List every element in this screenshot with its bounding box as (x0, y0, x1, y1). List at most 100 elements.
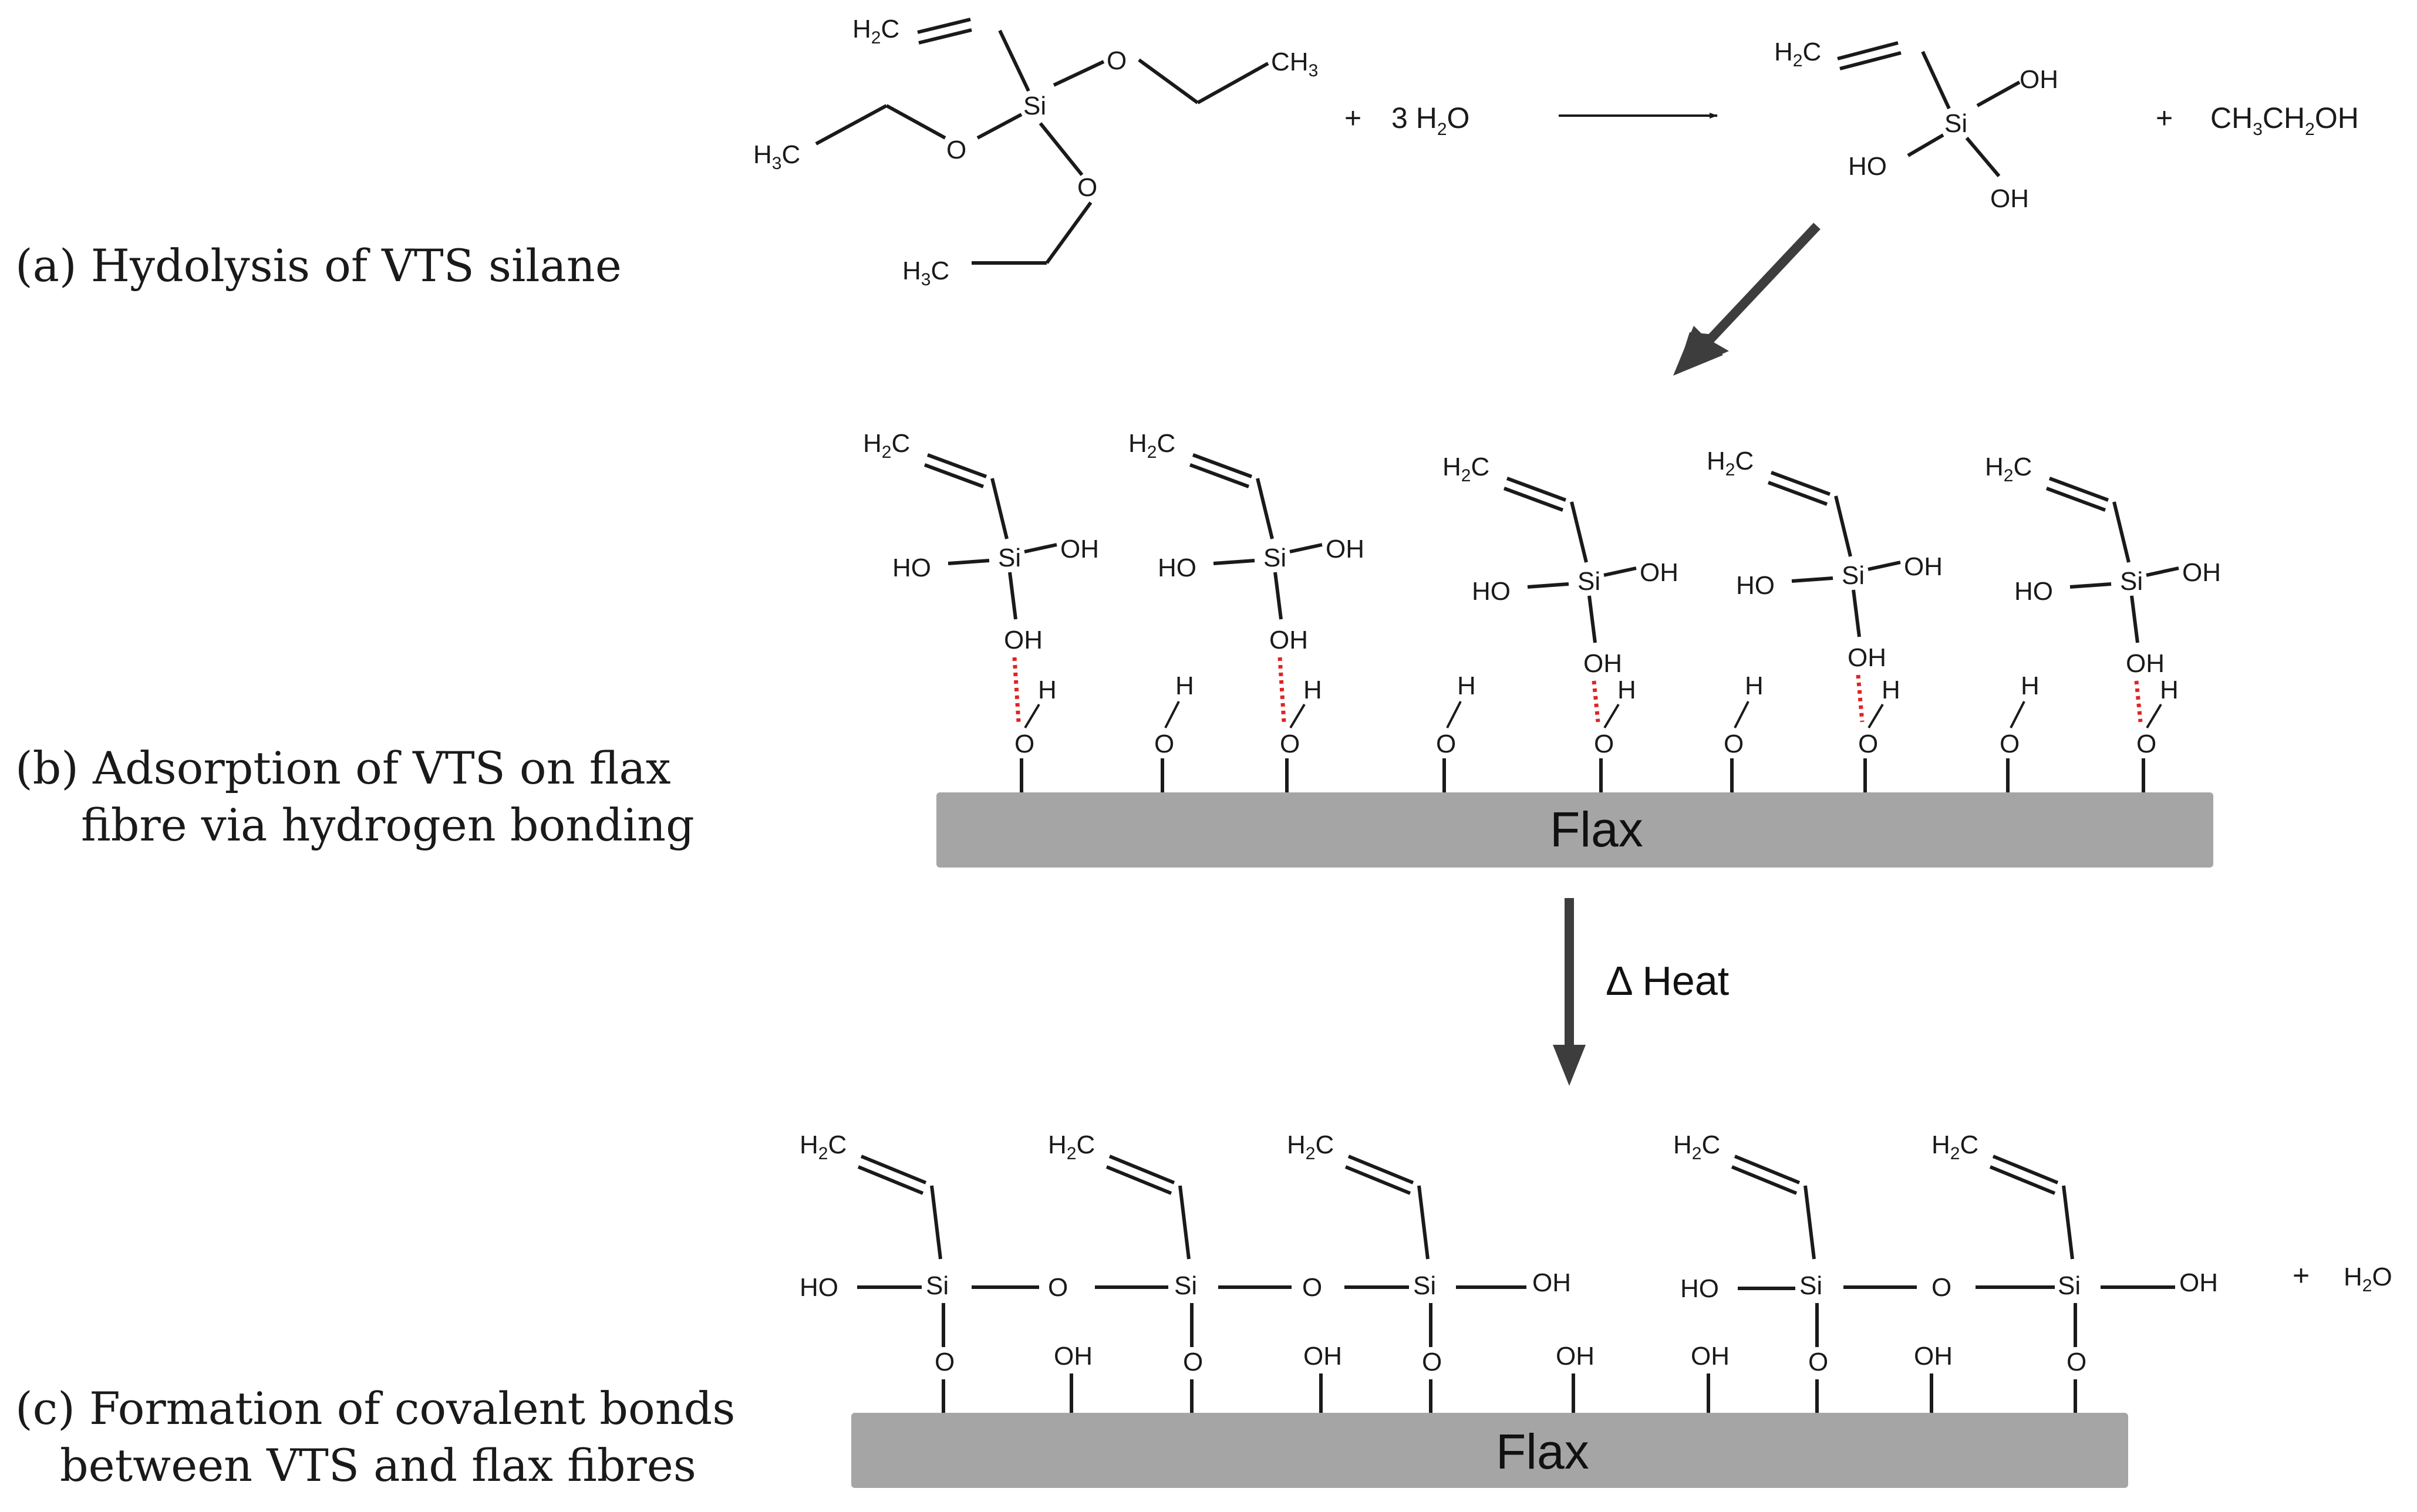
plus-sign: + (1344, 102, 1361, 134)
vts-silane-molecule: H2C Si O CH3 O H3C O H3C (753, 15, 1318, 289)
atom-h: H (1882, 676, 1900, 704)
atom-h: H (1175, 671, 1194, 700)
step-b-label: (b) Adsorption of VTS on flax fibre via … (15, 740, 695, 853)
bond (1834, 495, 1852, 557)
atom-h: H (1745, 671, 1764, 700)
bond (1570, 501, 1588, 563)
bond (990, 478, 1009, 539)
atom-si: Si (1174, 1271, 1197, 1300)
bond (2112, 501, 2131, 563)
atom-o: O (1048, 1273, 1068, 1302)
bond (1734, 701, 1749, 728)
flax-label: Flax (1496, 1424, 1589, 1479)
bond (1804, 1185, 1816, 1260)
atom-h2c: H2C (1128, 429, 1175, 462)
bond (1446, 701, 1462, 728)
atom-oh: OH (2179, 1268, 2218, 1297)
plus-sign: + (2293, 1259, 2310, 1292)
atom-o: O (1858, 730, 1878, 758)
bond (1178, 1185, 1191, 1260)
atom-o: O (1014, 730, 1034, 758)
hydrogen-bond (2134, 680, 2143, 723)
atom-h2c: H2C (863, 429, 910, 462)
atom-si: Si (1799, 1271, 1822, 1300)
surface-hydroxyl: OH (1154, 671, 1194, 792)
double-bond (1992, 1155, 2059, 1184)
atom-si: Si (1023, 92, 1046, 120)
atom-ho: HO (800, 1273, 838, 1302)
atom-oh: OH (1691, 1342, 1730, 1371)
atom-h2c: H2C (1985, 453, 2032, 485)
bond (1867, 703, 1884, 729)
atom-o: O (1436, 730, 1456, 758)
surface-hydroxyl: OH (2000, 671, 2040, 792)
atom-oh: OH (2020, 65, 2058, 94)
atom-h: H (2160, 676, 2179, 704)
atom-si: Si (2120, 567, 2143, 596)
double-bond (860, 1155, 927, 1184)
atom-oh: OH (1532, 1268, 1571, 1297)
atom-o: O (1724, 730, 1744, 758)
bond (2146, 566, 2179, 577)
atom-oh: OH (1303, 1342, 1342, 1371)
bond (1256, 478, 1274, 539)
water-byproduct: H2O (2344, 1263, 2392, 1295)
atom-o: O (1931, 1273, 1951, 1302)
atom-h2c: H2C (1442, 453, 1489, 485)
double-bond (1506, 477, 1567, 502)
bond (1791, 576, 1833, 583)
atom-ho: HO (1848, 152, 1887, 181)
atom-o: O (1422, 1348, 1442, 1376)
bond (1417, 1185, 1430, 1260)
bond (1008, 572, 1017, 620)
double-bond (1734, 1155, 1801, 1184)
atom-h: H (1303, 676, 1322, 704)
hydrogen-bond (1012, 657, 1021, 723)
bond (1603, 703, 1620, 729)
bond (1852, 589, 1861, 637)
atom-ho: HO (892, 554, 931, 582)
hydrogen-bond (1592, 680, 1600, 723)
atom-h2c: H2C (1707, 447, 1754, 480)
bond (1603, 566, 1637, 577)
double-bond (1731, 1165, 1798, 1195)
atom-h: H (1457, 671, 1476, 700)
atom-oh: OH (2182, 558, 2221, 587)
double-bond (926, 453, 987, 478)
bond (1213, 559, 1255, 565)
double-bond (1192, 453, 1253, 478)
atom-si: Si (1842, 561, 1865, 590)
atom-oh: OH (1269, 626, 1308, 654)
atom-ho: HO (2014, 577, 2053, 606)
bond (2146, 703, 2162, 729)
plus-sign: + (2156, 102, 2173, 134)
double-bond (1770, 471, 1831, 496)
atom-o: O (1107, 46, 1127, 75)
atom-oh: OH (1004, 626, 1043, 654)
bond (1527, 582, 1569, 589)
atom-o: O (2067, 1348, 2086, 1376)
bond (1867, 561, 1901, 571)
atom-si: Si (1263, 544, 1286, 572)
hydrogen-bond (1277, 657, 1286, 723)
surface-hydroxyl: OH (1724, 671, 1764, 792)
bond (1587, 595, 1597, 643)
atom-h: H (1038, 676, 1057, 704)
heat-label: Δ Heat (1606, 958, 1729, 1004)
atom-si: Si (926, 1271, 949, 1300)
atom-si: Si (1944, 109, 1967, 138)
atom-si: Si (1413, 1271, 1436, 1300)
hydrogen-bond (1856, 674, 1865, 723)
atom-h2c: H2C (1931, 1130, 1978, 1163)
flax-label: Flax (1550, 802, 1643, 857)
bond (2062, 1185, 2074, 1260)
atom-o: O (1077, 173, 1097, 202)
atom-o: O (1594, 730, 1614, 758)
atom-si: Si (2058, 1271, 2081, 1300)
double-bond (1989, 1165, 2056, 1195)
double-bond (1344, 1165, 1411, 1195)
